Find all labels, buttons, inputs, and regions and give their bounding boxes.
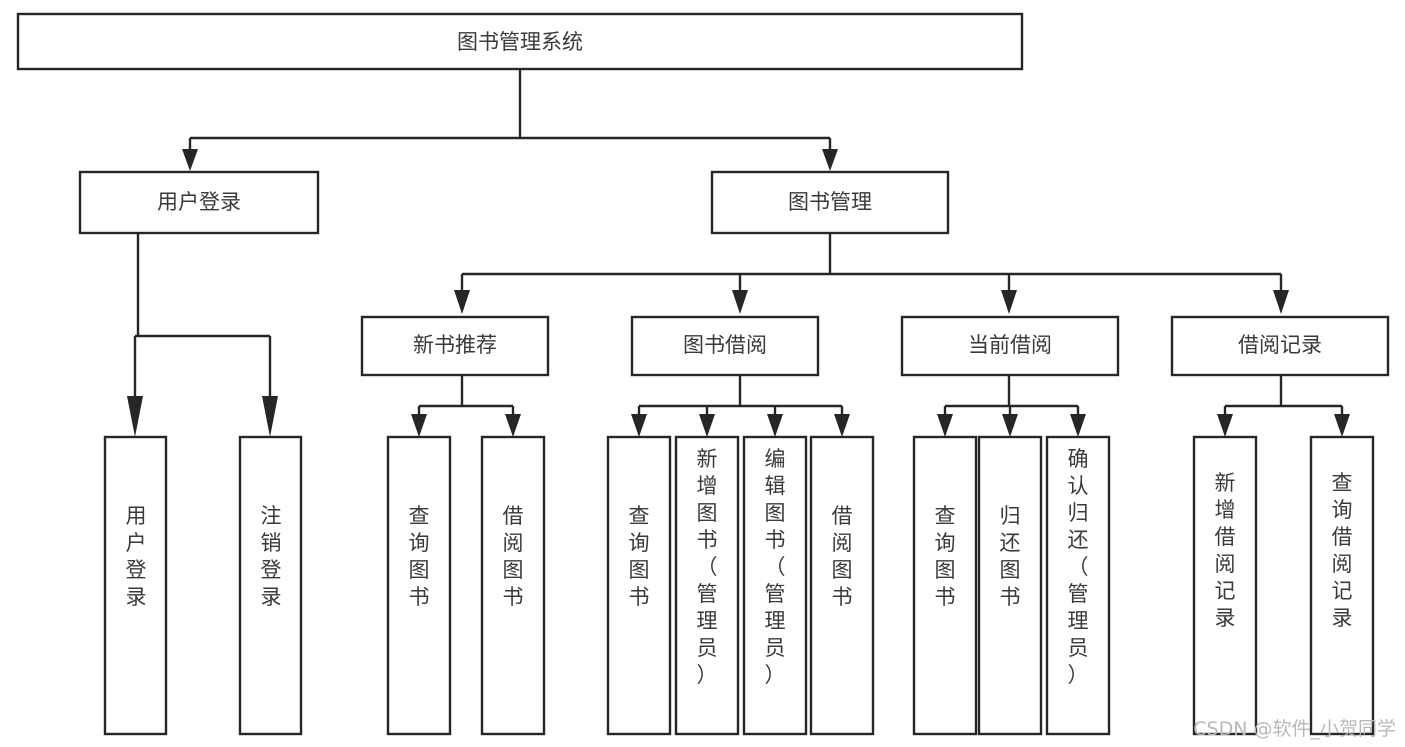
leaf-return-book[interactable]: 归还图书 bbox=[977, 435, 1043, 736]
leaf-return-book-box[interactable] bbox=[977, 435, 1043, 736]
leaf-borrow-book-1-label: 借阅图书 bbox=[503, 504, 524, 609]
leaf-query-record-box[interactable] bbox=[1309, 435, 1375, 736]
leaf-query-book-3-box[interactable] bbox=[912, 435, 978, 736]
node-root-label: 图书管理系统 bbox=[457, 30, 583, 54]
leaf-query-book-2[interactable]: 查询图书 bbox=[606, 435, 672, 736]
leaf-add-record[interactable]: 新增借阅记录 bbox=[1192, 435, 1258, 736]
arrowhead-leaf-user-login bbox=[127, 396, 143, 437]
node-user-login-label: 用户登录 bbox=[157, 190, 241, 214]
leaf-borrow-book-2-label: 借阅图书 bbox=[832, 504, 853, 609]
node-new-book-recommend-label: 新书推荐 bbox=[413, 333, 497, 357]
node-book-borrow-label: 图书借阅 bbox=[683, 333, 767, 357]
leaf-borrow-book-1[interactable]: 借阅图书 bbox=[480, 435, 546, 736]
leaf-user-login[interactable]: 用户登录 bbox=[103, 435, 168, 736]
node-root[interactable]: 图书管理系统 bbox=[16, 12, 1024, 71]
node-book-manage[interactable]: 图书管理 bbox=[710, 170, 950, 235]
leaf-edit-book[interactable]: 编辑图书（管理员） bbox=[742, 435, 808, 736]
node-root-box[interactable] bbox=[16, 12, 1024, 71]
node-user-login[interactable]: 用户登录 bbox=[78, 170, 320, 235]
node-new-book-recommend[interactable]: 新书推荐 bbox=[360, 315, 550, 377]
arrowhead-current-borrow bbox=[1001, 290, 1017, 314]
arrowhead-leaf-query-book-3 bbox=[937, 414, 953, 437]
arrowhead-borrow-record bbox=[1273, 290, 1289, 314]
node-borrow-record-label: 借阅记录 bbox=[1238, 333, 1322, 357]
arrowhead-book-manage bbox=[822, 149, 838, 171]
node-user-login-box[interactable] bbox=[78, 170, 320, 235]
node-book-borrow-box[interactable] bbox=[630, 315, 820, 377]
node-current-borrow[interactable]: 当前借阅 bbox=[900, 315, 1120, 377]
arrowhead-user-login bbox=[182, 149, 198, 171]
arrowhead-leaf-logout bbox=[262, 396, 278, 437]
connector-group-user-login bbox=[127, 233, 278, 437]
connector-group-new-book-recommend bbox=[411, 375, 521, 437]
arrowhead-leaf-add-book bbox=[699, 414, 715, 437]
node-current-borrow-label: 当前借阅 bbox=[968, 333, 1052, 357]
leaf-add-book-label: 新增图书（管理员） bbox=[697, 447, 718, 687]
leaf-logout[interactable]: 注销登录 bbox=[238, 435, 303, 736]
leaf-edit-book-label: 编辑图书（管理员） bbox=[765, 447, 786, 687]
node-book-borrow[interactable]: 图书借阅 bbox=[630, 315, 820, 377]
leaf-add-record-box[interactable] bbox=[1192, 435, 1258, 736]
connector-group-book-manage bbox=[454, 233, 1289, 314]
leaf-logout-box[interactable] bbox=[238, 435, 303, 736]
leaf-query-book-3-label: 查询图书 bbox=[935, 504, 956, 609]
leaf-borrow-book-2-box[interactable] bbox=[809, 435, 875, 736]
arrowhead-leaf-add-record bbox=[1217, 414, 1233, 437]
leaf-query-book-1[interactable]: 查询图书 bbox=[386, 435, 452, 736]
leaf-query-book-1-box[interactable] bbox=[386, 435, 452, 736]
watermark-label: CSDN @软件_小贺同学 bbox=[1193, 718, 1396, 740]
arrowhead-leaf-confirm-return bbox=[1070, 414, 1086, 437]
leaf-query-book-2-label: 查询图书 bbox=[629, 504, 650, 609]
node-book-manage-label: 图书管理 bbox=[788, 190, 872, 214]
leaf-confirm-return-label: 确认归还（管理员） bbox=[1068, 447, 1089, 687]
leaf-borrow-book-1-box[interactable] bbox=[480, 435, 546, 736]
node-borrow-record[interactable]: 借阅记录 bbox=[1170, 315, 1390, 377]
leaf-logout-label: 注销登录 bbox=[261, 504, 282, 609]
arrowhead-book-borrow bbox=[732, 290, 748, 314]
leaf-add-record-label: 新增借阅记录 bbox=[1215, 471, 1236, 630]
arrowhead-new-book-recommend bbox=[454, 290, 470, 314]
arrowhead-leaf-edit-book bbox=[767, 414, 783, 437]
leaf-add-book[interactable]: 新增图书（管理员） bbox=[674, 435, 740, 736]
leaf-confirm-return[interactable]: 确认归还（管理员） bbox=[1045, 435, 1111, 736]
node-new-book-recommend-box[interactable] bbox=[360, 315, 550, 377]
connector-group-current-borrow bbox=[937, 375, 1086, 437]
connector-group-root bbox=[182, 69, 838, 171]
arrowhead-leaf-query-record bbox=[1334, 414, 1350, 437]
connector-group-book-borrow bbox=[631, 375, 850, 437]
node-current-borrow-box[interactable] bbox=[900, 315, 1120, 377]
leaf-user-login-box[interactable] bbox=[103, 435, 168, 736]
leaf-query-record-label: 查询借阅记录 bbox=[1332, 471, 1353, 630]
leaf-query-book-3[interactable]: 查询图书 bbox=[912, 435, 978, 736]
leaf-edit-book-box[interactable] bbox=[742, 435, 808, 736]
leaf-query-book-1-label: 查询图书 bbox=[409, 504, 430, 609]
arrowhead-leaf-query-book-1 bbox=[411, 414, 427, 437]
leaf-query-record[interactable]: 查询借阅记录 bbox=[1309, 435, 1375, 736]
node-borrow-record-box[interactable] bbox=[1170, 315, 1390, 377]
leaf-query-book-2-box[interactable] bbox=[606, 435, 672, 736]
arrowhead-leaf-return-book bbox=[1002, 414, 1018, 437]
node-book-manage-box[interactable] bbox=[710, 170, 950, 235]
connector-group-borrow-record bbox=[1217, 375, 1350, 437]
arrowhead-leaf-borrow-book-2 bbox=[834, 414, 850, 437]
leaf-return-book-label: 归还图书 bbox=[1000, 504, 1021, 609]
arrowhead-leaf-borrow-book-1 bbox=[505, 414, 521, 437]
leaf-confirm-return-box[interactable] bbox=[1045, 435, 1111, 736]
arrowhead-leaf-query-book-2 bbox=[631, 414, 647, 437]
leaf-borrow-book-2[interactable]: 借阅图书 bbox=[809, 435, 875, 736]
leaf-user-login-label: 用户登录 bbox=[126, 504, 147, 609]
leaf-add-book-box[interactable] bbox=[674, 435, 740, 736]
